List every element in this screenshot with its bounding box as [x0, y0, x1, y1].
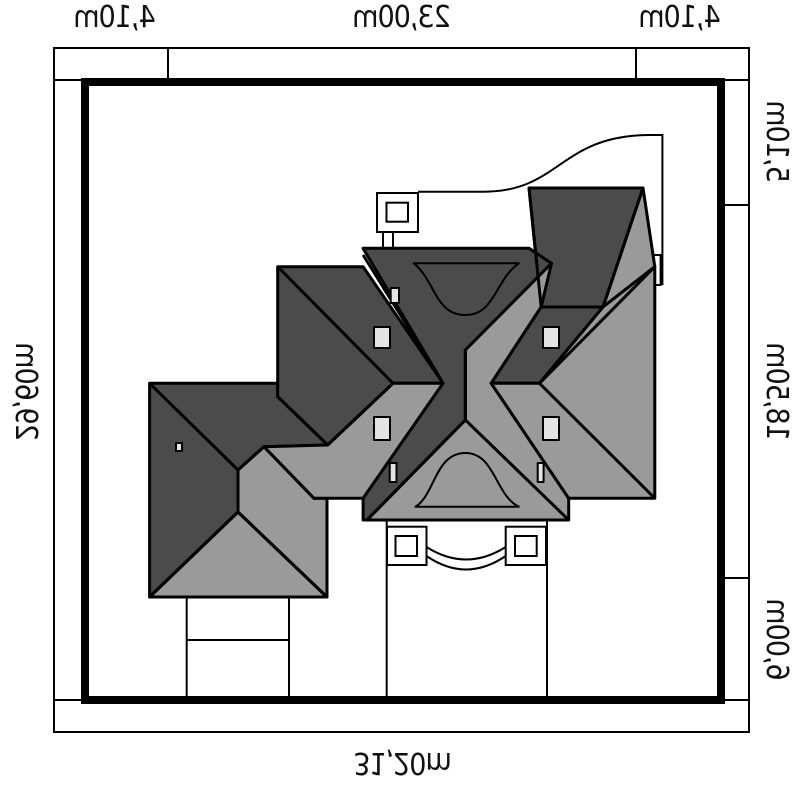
roof-ridge: [601, 187, 645, 308]
plot-boundary: [81, 78, 725, 704]
roof-ridge: [148, 510, 240, 599]
roof-ridge: [236, 445, 266, 472]
dimension-top-left: 4,10m: [74, 0, 156, 35]
dimension-right-bottom: 6,00m: [759, 599, 794, 681]
chimney: [376, 192, 419, 250]
roof-ridge: [464, 418, 570, 522]
vent: [175, 442, 183, 452]
dimension-top-center: 23,00m: [353, 0, 451, 35]
roof-ridge: [326, 382, 395, 447]
roof-ridge: [236, 510, 329, 599]
outer-dimension-line: [53, 47, 750, 733]
dimension-right-top: 5,10m: [759, 101, 794, 183]
skylight: [388, 462, 398, 483]
dimension-right-middle: 18,50m: [759, 343, 794, 441]
skylight: [536, 462, 545, 483]
roof-ridge: [276, 265, 395, 385]
roof-ridge: [538, 265, 656, 385]
roof-ridge: [538, 382, 656, 500]
dimension-frame: [53, 47, 750, 733]
skylight: [373, 416, 391, 441]
ground-elements: [185, 520, 548, 697]
skylight: [542, 326, 560, 349]
roof-ridge: [365, 418, 467, 522]
skylight: [389, 287, 401, 304]
dimension-left: 29,60m: [8, 343, 43, 441]
skylight: [542, 416, 560, 441]
roof-dormer-front: [414, 452, 520, 508]
dimension-top-right: 4,10m: [639, 0, 721, 35]
roof-ridge: [527, 187, 543, 308]
roof-ridge: [361, 254, 445, 385]
roof-ridge: [276, 395, 329, 447]
dimension-bottom: 31,20m: [353, 745, 451, 780]
roof-dormer-rear: [412, 262, 520, 316]
roof: [148, 186, 657, 599]
skylight: [373, 326, 391, 349]
roof-ridge: [148, 382, 240, 472]
